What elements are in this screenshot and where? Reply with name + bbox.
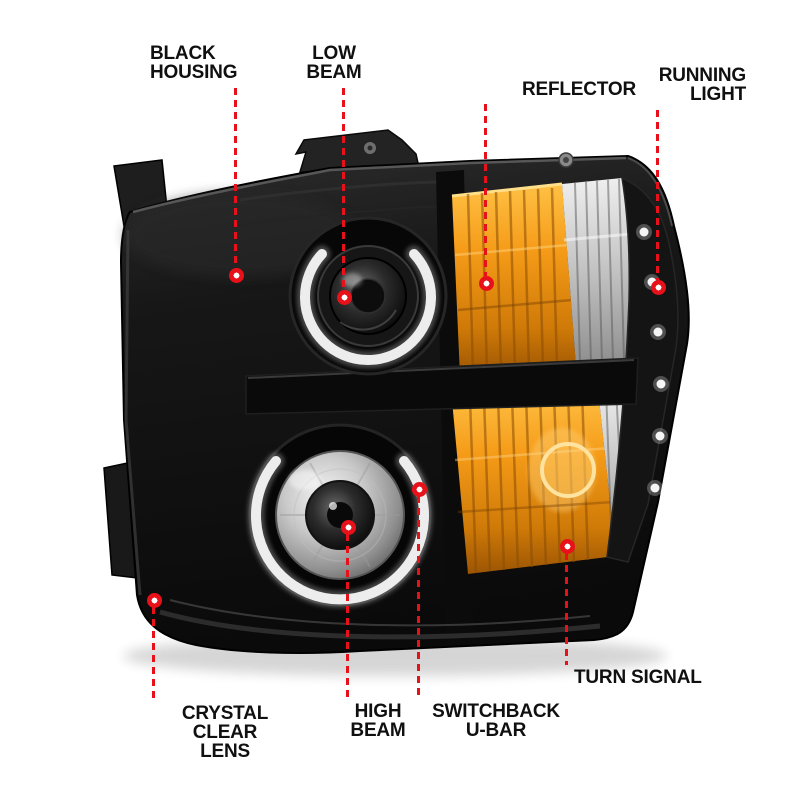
callout-line [346,534,349,700]
divider-bar [245,357,639,415]
led-dot [656,379,666,389]
callout-label-switchback-u-bar: SWITCHBACK U-BAR [432,701,560,741]
callout-dot [560,539,575,554]
callout-label-high-beam: HIGH BEAM [350,701,406,741]
running-light-leds [636,224,669,496]
callout-dot [412,482,427,497]
low-beam-projector [288,216,448,376]
callout-line [234,88,237,268]
callout-line [152,607,155,703]
mounting-bracket-top [294,129,421,173]
callout-label-turn-signal: TURN SIGNAL [574,667,702,688]
callout-dot [147,593,162,608]
callout-dot [341,520,356,535]
reflector-amber-upper [451,182,576,376]
callout-label-black-housing: BLACK HOUSING [150,43,238,83]
callout-dot [229,268,244,283]
low-beam-u-bar [300,249,436,365]
running-light-led-strip [606,176,679,563]
top-edge-highlight [132,156,627,214]
callout-line [484,104,487,276]
callout-label-reflector: REFLECTOR [522,79,636,100]
led-dot [639,227,649,237]
high-beam-projector [247,423,433,608]
led-dot [650,483,660,493]
callout-line [417,496,420,700]
callout-dot [337,290,352,305]
led-dot [653,327,663,337]
turn-signal-amber-lower [451,388,616,574]
callout-dot [651,280,666,295]
callout-label-low-beam: LOW BEAM [306,43,362,83]
high-beam-u-bar [251,456,429,605]
callout-label-crystal-clear-lens: CRYSTAL CLEAR LENS [181,703,269,762]
callout-line [565,553,568,665]
callout-dot [479,276,494,291]
turn-signal-bulb [540,442,596,498]
callout-line [656,110,659,280]
callout-line [342,88,345,290]
reflector-clear-upper [562,178,633,366]
lens-reflection [159,599,601,640]
callout-label-running-light: RUNNING LIGHT [658,65,746,105]
top-edge-screw [558,152,574,168]
led-dot [655,431,665,441]
